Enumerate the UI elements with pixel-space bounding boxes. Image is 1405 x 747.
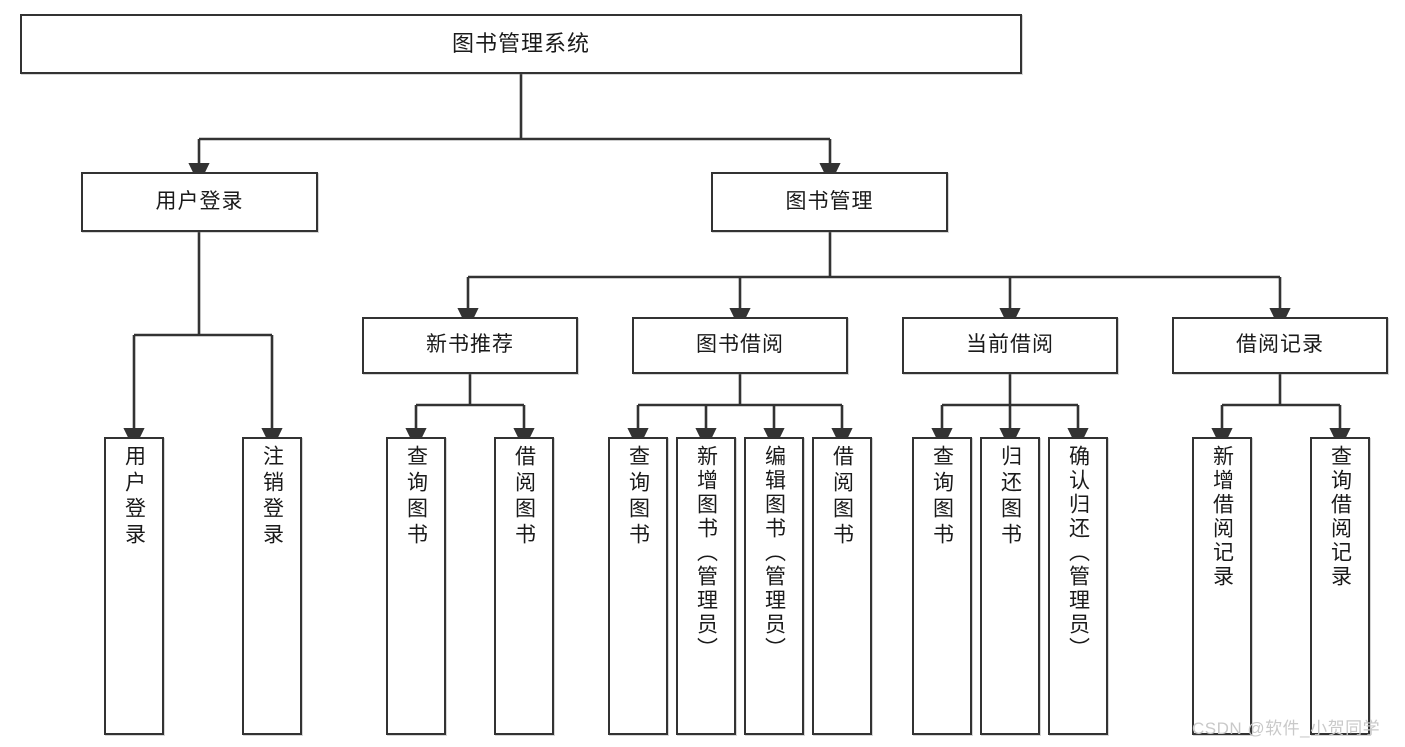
node-label: 新增借阅记录	[1210, 445, 1234, 589]
node-root-book-management-system[interactable]: 图书管理系统	[20, 14, 1022, 74]
leaf-borrow-record-query-record[interactable]: 查询借阅记录	[1310, 437, 1370, 735]
leaf-book-borrow-edit-book-admin[interactable]: 编辑图书（管理员）	[744, 437, 804, 735]
node-current-borrow[interactable]: 当前借阅	[902, 317, 1118, 374]
node-label: 新书推荐	[426, 333, 514, 357]
node-label: 借阅记录	[1236, 333, 1324, 357]
node-label: 用户登录	[122, 445, 146, 549]
node-label: 编辑图书（管理员）	[762, 445, 786, 661]
node-new-book-recommend[interactable]: 新书推荐	[362, 317, 578, 374]
node-label: 当前借阅	[966, 333, 1054, 357]
node-borrow-record[interactable]: 借阅记录	[1172, 317, 1388, 374]
node-label: 查询借阅记录	[1328, 445, 1352, 589]
leaf-current-borrow-query-book[interactable]: 查询图书	[912, 437, 972, 735]
node-label: 借阅图书	[512, 445, 536, 549]
leaf-current-borrow-return-book[interactable]: 归还图书	[980, 437, 1040, 735]
node-label: 借阅图书	[830, 445, 854, 549]
leaf-book-borrow-add-book-admin[interactable]: 新增图书（管理员）	[676, 437, 736, 735]
leaf-borrow-record-add-record[interactable]: 新增借阅记录	[1192, 437, 1252, 735]
node-label: 图书管理系统	[451, 31, 590, 57]
leaf-user-login-login[interactable]: 用户登录	[104, 437, 164, 735]
csdn-watermark: CSDN @软件_小贺同学	[1192, 719, 1381, 738]
leaf-book-borrow-borrow-book[interactable]: 借阅图书	[812, 437, 872, 735]
node-book-management[interactable]: 图书管理	[711, 172, 948, 232]
node-label: 查询图书	[626, 445, 650, 549]
node-label: 新增图书（管理员）	[694, 445, 718, 661]
node-label: 归还图书	[998, 445, 1022, 549]
node-label: 图书借阅	[696, 333, 784, 357]
node-label: 图书管理	[785, 189, 874, 213]
leaf-new-book-borrow-book[interactable]: 借阅图书	[494, 437, 554, 735]
node-label: 用户登录	[155, 189, 244, 213]
node-label: 确认归还（管理员）	[1066, 445, 1090, 661]
leaf-book-borrow-query-book[interactable]: 查询图书	[608, 437, 668, 735]
node-label: 查询图书	[930, 445, 954, 549]
node-label: 注销登录	[260, 445, 284, 549]
leaf-new-book-query-book[interactable]: 查询图书	[386, 437, 446, 735]
leaf-user-login-logout[interactable]: 注销登录	[242, 437, 302, 735]
node-book-borrow[interactable]: 图书借阅	[632, 317, 848, 374]
node-user-login[interactable]: 用户登录	[81, 172, 318, 232]
leaf-current-borrow-confirm-return-admin[interactable]: 确认归还（管理员）	[1048, 437, 1108, 735]
node-label: 查询图书	[404, 445, 428, 549]
